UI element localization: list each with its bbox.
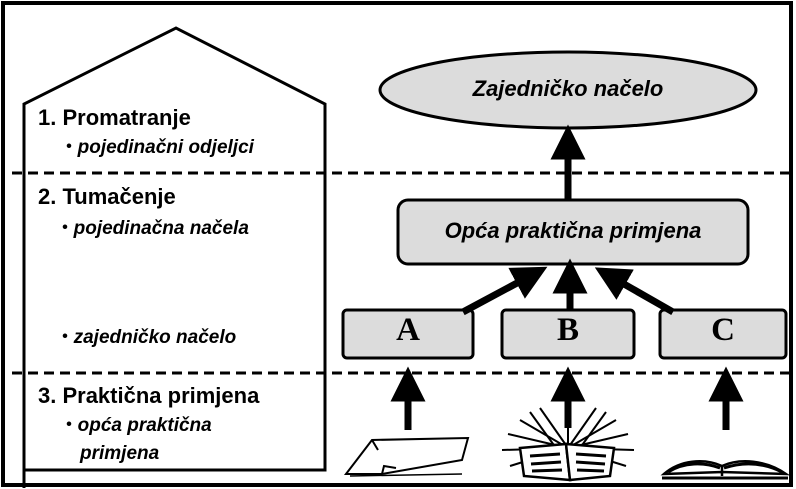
house-outline	[22, 26, 327, 488]
step-2-item-2: • zajedničko načelo	[62, 327, 236, 349]
arrow-c-to-middle	[594, 267, 675, 316]
step-2-heading: 2. Tumačenje	[38, 184, 176, 209]
flow-arrows	[390, 124, 744, 430]
source-box-c	[658, 308, 788, 360]
paper-sheet-icon	[343, 436, 470, 477]
bullet: •	[62, 219, 68, 236]
step-3-item-1-text: opća praktična	[77, 415, 212, 436]
step-2-item-2-text: zajedničko načelo	[73, 327, 237, 348]
source-label-a: A	[396, 312, 420, 348]
arrow-a-to-middle	[461, 266, 548, 316]
source-box-a	[341, 308, 475, 360]
step-2-item-1-text: pojedinačna načela	[73, 218, 249, 239]
step-1-item: • pojedinačni odjeljci	[66, 137, 254, 159]
source-label-c: C	[711, 312, 735, 348]
step-1-item-text: pojedinačni odjeljci	[77, 137, 254, 158]
step-1-heading: 1. Promatranje	[38, 105, 191, 130]
bullet: •	[62, 328, 68, 345]
source-label-b: B	[556, 312, 579, 348]
common-principle-label: Zajedničko načelo	[472, 76, 664, 101]
open-book-icon	[660, 460, 791, 480]
general-application-label: Opća praktična primjena	[444, 218, 702, 243]
step-2-item-1: • pojedinačna načela	[62, 218, 249, 240]
bullet: •	[66, 416, 72, 433]
bullet: •	[66, 138, 72, 155]
radiant-book-icon	[501, 404, 635, 482]
step-3-item-1: • opća praktična	[66, 415, 212, 437]
step-3-item-2: primjena	[80, 443, 160, 464]
step-3-heading: 3. Praktična primjena	[38, 383, 260, 408]
